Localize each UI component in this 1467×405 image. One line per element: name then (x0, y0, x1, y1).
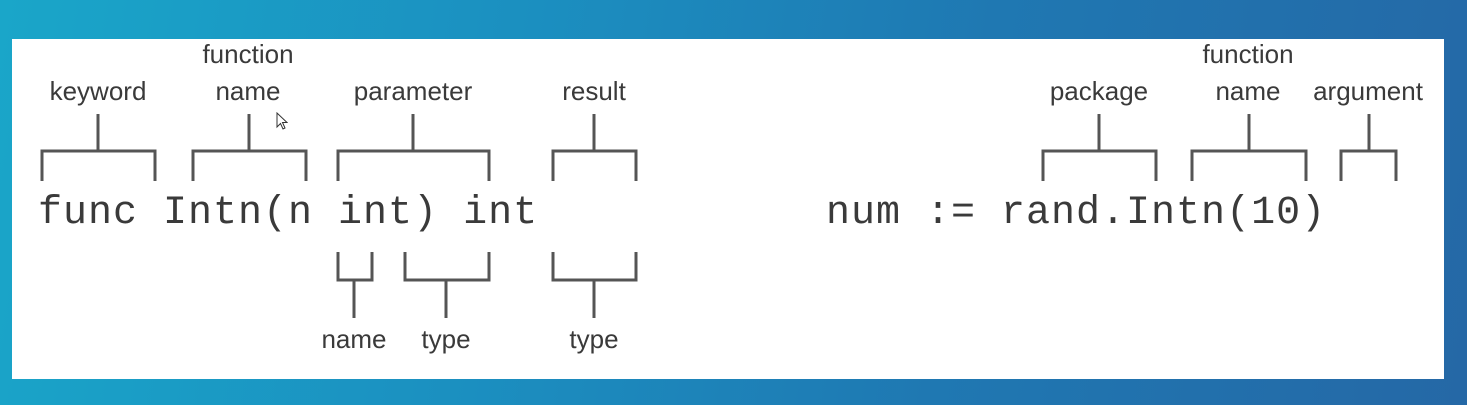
label-result: result (562, 76, 626, 106)
mouse-cursor-icon (276, 112, 288, 130)
bracket-param-name (336, 252, 374, 318)
label-call-function-name-line1: function (1202, 39, 1294, 69)
bracket-function-name (191, 114, 308, 181)
bracket-parameter (336, 114, 491, 181)
label-call-function-name-line2: name (1215, 76, 1281, 106)
label-param-type: type (421, 324, 471, 354)
function-signature-code: func Intn(n int) int (38, 191, 539, 236)
label-param-name: name (321, 324, 387, 354)
label-parameter: parameter (353, 76, 473, 106)
label-function-name-line1: function (202, 39, 294, 69)
bracket-call-function-name (1190, 114, 1308, 181)
diagram-panel (12, 39, 1444, 379)
bracket-argument (1339, 114, 1398, 181)
label-keyword: keyword (49, 76, 147, 106)
bracket-package (1041, 114, 1158, 181)
label-package: package (1049, 76, 1149, 106)
label-argument: argument (1313, 76, 1423, 106)
function-call-code: num := rand.Intn(10) (826, 191, 1327, 236)
bracket-result (551, 114, 638, 181)
bracket-param-type (403, 252, 491, 318)
label-function-name-line2: name (215, 76, 281, 106)
bracket-result-type (551, 252, 638, 318)
bracket-keyword (40, 114, 157, 181)
label-result-type: type (569, 324, 619, 354)
